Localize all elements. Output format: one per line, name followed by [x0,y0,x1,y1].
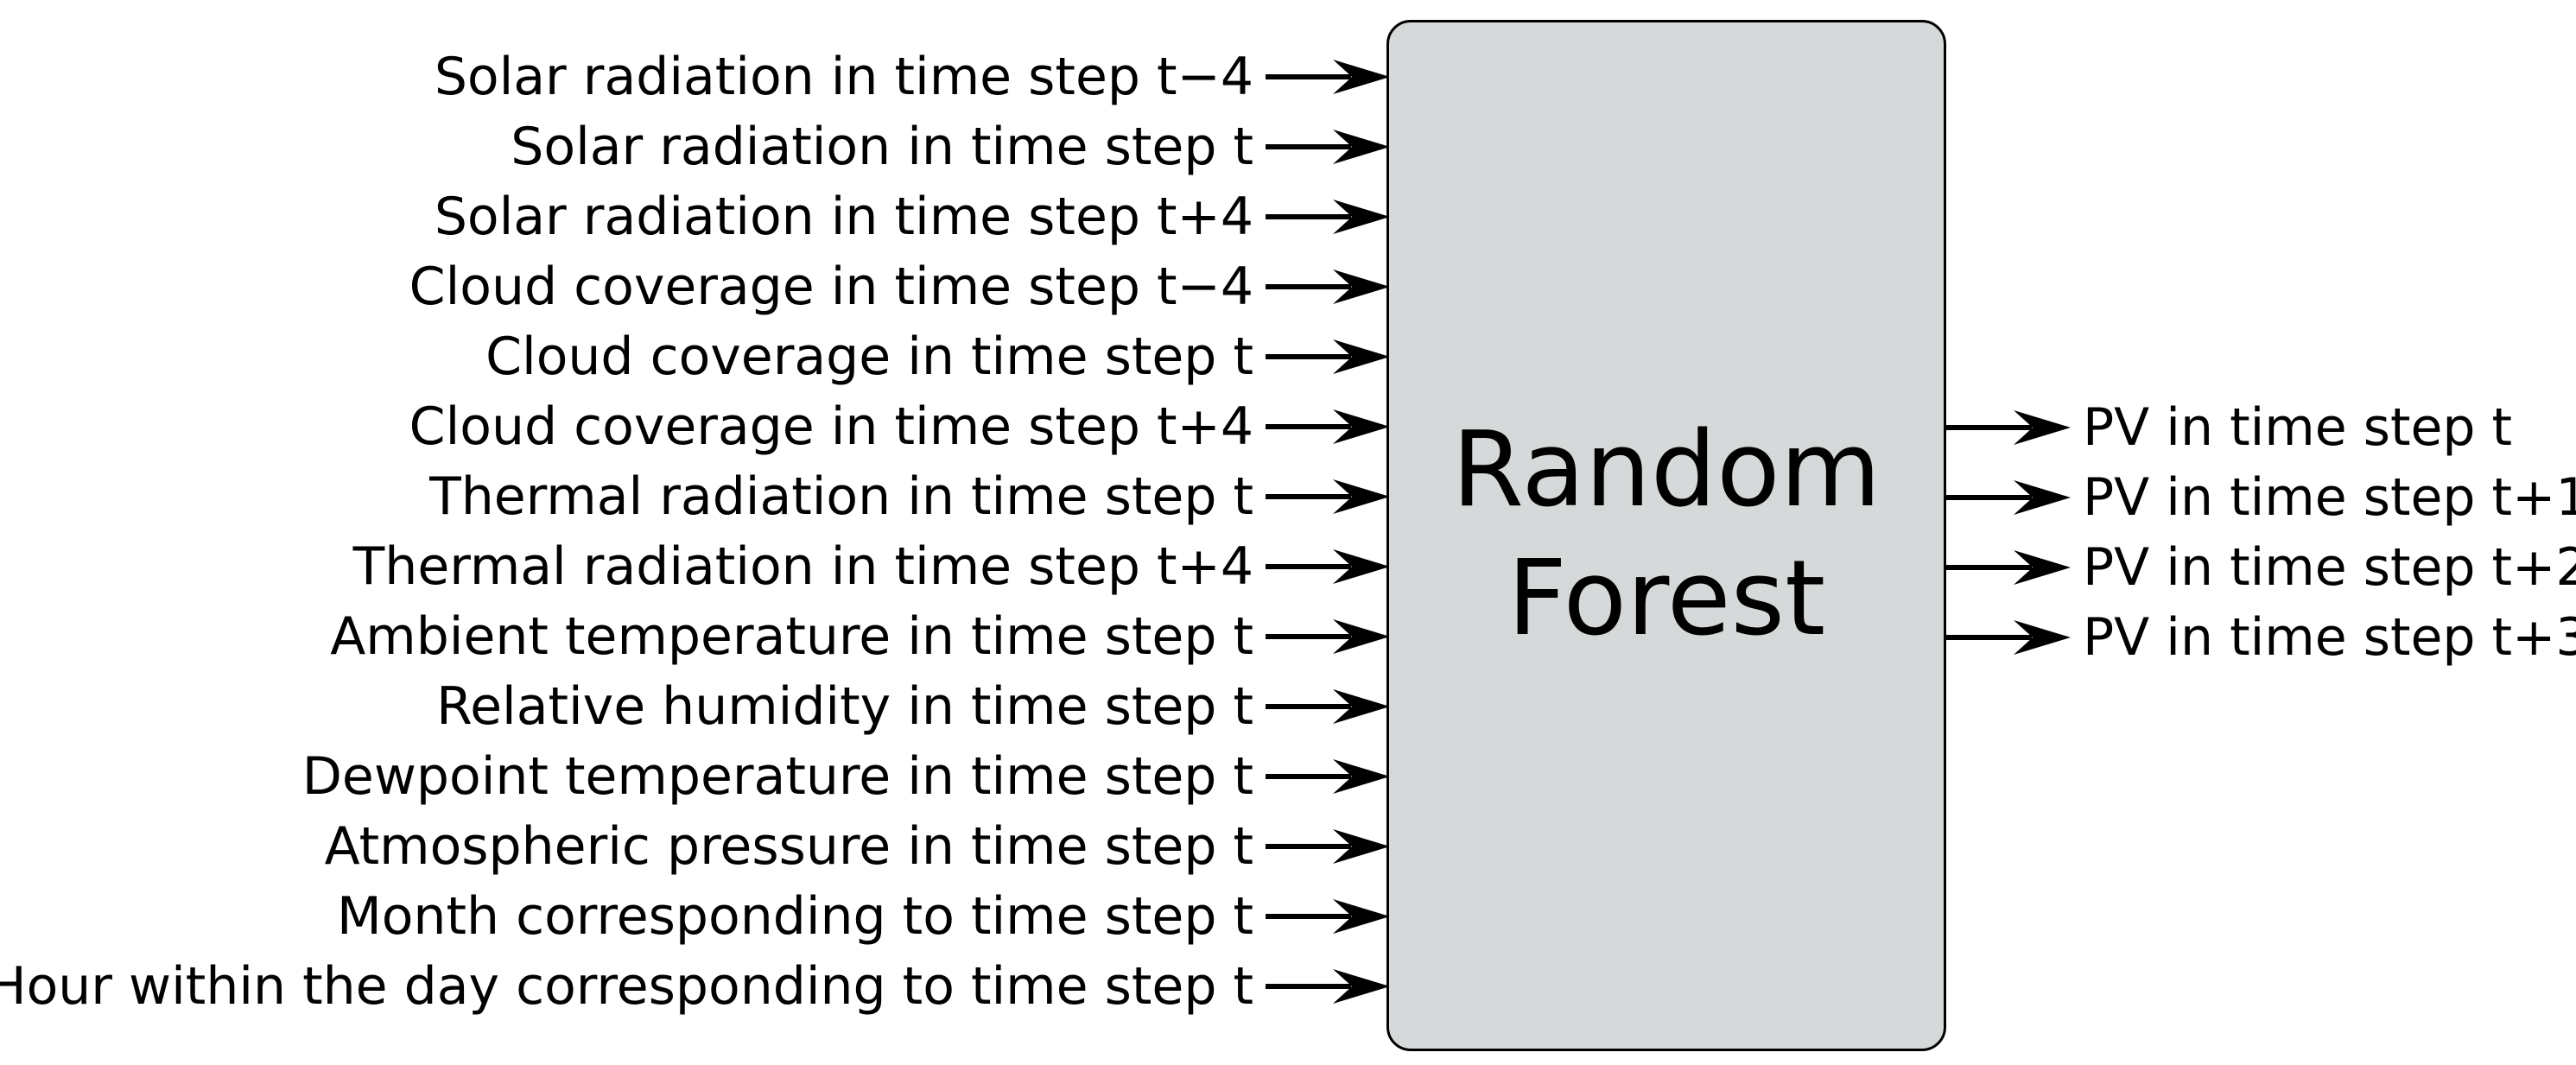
arrow-right-icon [1266,479,1390,514]
input-row: Dewpoint temperature in time step t [0,741,1390,811]
outputs-column: PV in time step t PV in time step t+1 PV… [1945,392,2576,672]
input-row: Solar radiation in time step t+4 [0,181,1390,251]
input-row: Month corresponding to time step t [0,881,1390,951]
arrow-right-icon [1266,409,1390,444]
output-row: PV in time step t+1 [1945,462,2576,532]
input-label: Atmospheric pressure in time step t [324,815,1253,877]
input-label: Solar radiation in time step t+4 [434,186,1253,247]
output-label: PV in time step t [2083,396,2513,458]
input-row: Thermal radiation in time step t+4 [0,531,1390,601]
input-row: Cloud coverage in time step t−4 [0,251,1390,321]
input-row: Thermal radiation in time step t [0,461,1390,531]
inputs-column: Solar radiation in time step t−4 Solar r… [0,41,1390,1021]
input-row: Relative humidity in time step t [0,671,1390,741]
input-label: Hour within the day corresponding to tim… [0,955,1253,1017]
input-label: Ambient temperature in time step t [330,605,1253,667]
arrow-right-icon [1946,409,2071,445]
arrow-right-icon [1946,619,2071,655]
arrow-right-icon [1946,549,2071,585]
input-row: Solar radiation in time step t−4 [0,41,1390,111]
input-label: Dewpoint temperature in time step t [301,745,1253,807]
input-label: Relative humidity in time step t [436,675,1253,737]
output-row: PV in time step t [1945,392,2576,462]
arrow-right-icon [1266,339,1390,374]
arrow-right-icon [1266,758,1390,794]
input-label: Cloud coverage in time step t [485,326,1253,387]
input-label: Cloud coverage in time step t+4 [409,396,1253,457]
input-row: Cloud coverage in time step t [0,321,1390,391]
input-row: Ambient temperature in time step t [0,601,1390,671]
arrow-right-icon [1266,688,1390,724]
arrow-right-icon [1266,269,1390,304]
input-label: Thermal radiation in time step t [429,466,1253,527]
output-label: PV in time step t+1 [2083,466,2576,528]
output-row: PV in time step t+2 [1945,532,2576,602]
input-row: Hour within the day corresponding to tim… [0,951,1390,1021]
input-label: Cloud coverage in time step t−4 [409,256,1253,317]
output-row: PV in time step t+3 [1945,602,2576,672]
arrow-right-icon [1266,968,1390,1004]
output-label: PV in time step t+2 [2083,536,2576,598]
output-label: PV in time step t+3 [2083,606,2576,668]
input-row: Atmospheric pressure in time step t [0,811,1390,881]
input-label: Solar radiation in time step t−4 [434,46,1253,107]
input-row: Solar radiation in time step t [0,111,1390,181]
arrow-right-icon [1266,898,1390,934]
arrow-right-icon [1266,548,1390,584]
arrow-right-icon [1266,129,1390,164]
arrow-right-icon [1266,59,1390,94]
random-forest-node: Random Forest [1386,20,1946,1051]
input-label: Month corresponding to time step t [336,885,1253,947]
input-label: Solar radiation in time step t [511,116,1253,177]
arrow-right-icon [1266,618,1390,654]
arrow-right-icon [1946,479,2071,515]
input-label: Thermal radiation in time step t+4 [352,536,1253,597]
input-row: Cloud coverage in time step t+4 [0,391,1390,461]
node-title: Random Forest [1451,410,1881,659]
arrow-right-icon [1266,828,1390,864]
arrow-right-icon [1266,199,1390,234]
